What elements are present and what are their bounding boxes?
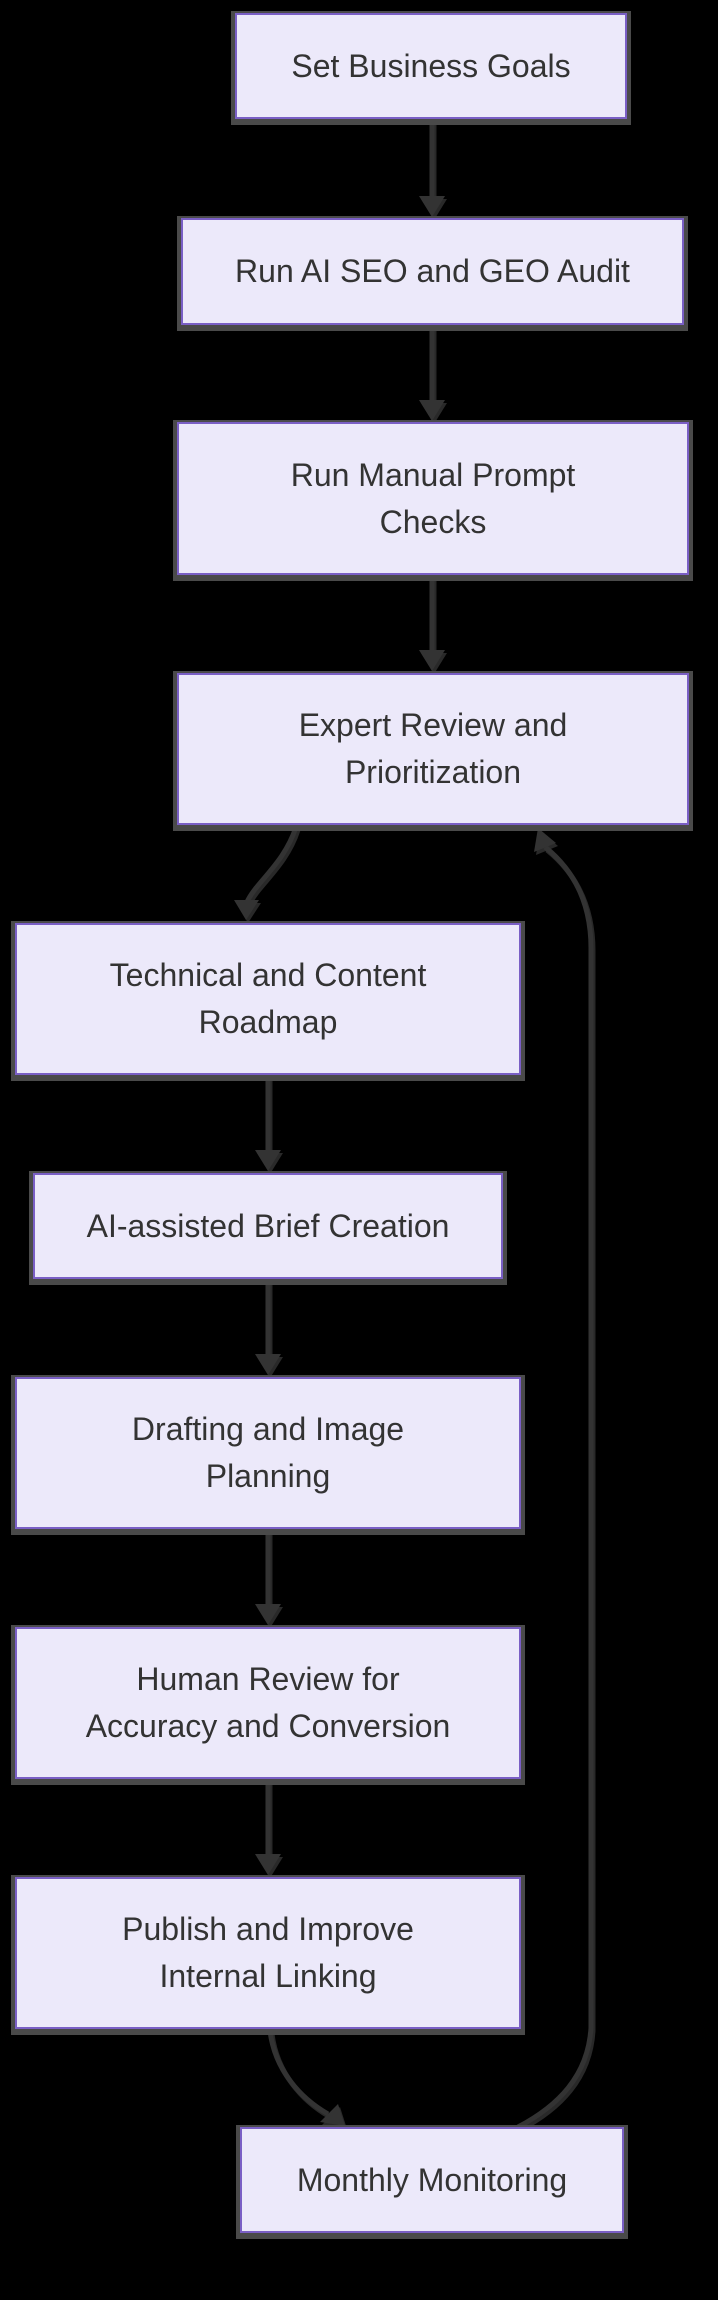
node-ai-assisted-brief-creation: AI-assisted Brief Creation [33, 1173, 503, 1279]
node-publish-improve-internal-linking: Publish and Improve Internal Linking [15, 1877, 521, 2029]
node-label: Set Business Goals [291, 47, 571, 84]
node-label: Technical and Content Roadmap [109, 957, 427, 1040]
arrowhead-icon [320, 2104, 345, 2126]
edge-ai-assisted-brief-creation-to-drafting-image-planning [255, 1281, 281, 1375]
node-monthly-monitoring: Monthly Monitoring [240, 2127, 624, 2233]
node-label: Publish and Improve Internal Linking [122, 1911, 414, 1994]
node-set-business-goals: Set Business Goals [235, 13, 627, 119]
edge-expert-review-to-technical-content-roadmap [234, 826, 299, 920]
arrowhead-icon [255, 1604, 281, 1625]
node-technical-content-roadmap: Technical and Content Roadmap [15, 923, 521, 1075]
node-label: Human Review for Accuracy and Conversion [85, 1661, 451, 1744]
node-label: Drafting and Image Planning [131, 1411, 405, 1494]
arrowhead-icon [255, 1854, 281, 1875]
arrowhead-icon [534, 828, 556, 852]
node-run-ai-seo-geo-audit: Run AI SEO and GEO Audit [181, 218, 684, 325]
node-expert-review-prioritization: Expert Review and Prioritization [177, 673, 689, 825]
node-run-manual-prompt-checks: Run Manual Prompt Checks [177, 422, 689, 575]
edge-human-review-to-publish-improve [255, 1781, 281, 1875]
arrowhead-icon [419, 400, 445, 421]
arrowhead-icon [419, 650, 445, 671]
edge-run-manual-prompt-checks-to-expert-review [419, 577, 445, 671]
edge-technical-content-roadmap-to-ai-assisted-brief-creation [255, 1077, 281, 1171]
edge-publish-improve-to-monthly-monitoring [267, 2030, 345, 2126]
arrowhead-icon [234, 900, 259, 920]
edge-monthly-monitoring-to-expert-review-feedback [516, 828, 594, 2130]
edge-drafting-image-planning-to-human-review [255, 1531, 281, 1625]
arrowhead-icon [255, 1150, 281, 1171]
node-label: Expert Review and Prioritization [298, 707, 568, 790]
node-label: Run Manual Prompt Checks [290, 456, 576, 540]
node-label: Run AI SEO and GEO Audit [235, 253, 630, 289]
node-human-review-accuracy-conversion: Human Review for Accuracy and Conversion [15, 1627, 521, 1779]
arrowhead-icon [255, 1354, 281, 1375]
edge-run-ai-seo-geo-audit-to-run-manual-prompt-checks [419, 327, 445, 421]
arrowhead-icon [419, 196, 445, 217]
node-label: AI-assisted Brief Creation [86, 1207, 450, 1244]
node-label: Monthly Monitoring [296, 2161, 568, 2198]
node-drafting-image-planning: Drafting and Image Planning [15, 1377, 521, 1529]
edge-set-business-goals-to-run-ai-seo-geo-audit [419, 121, 445, 217]
